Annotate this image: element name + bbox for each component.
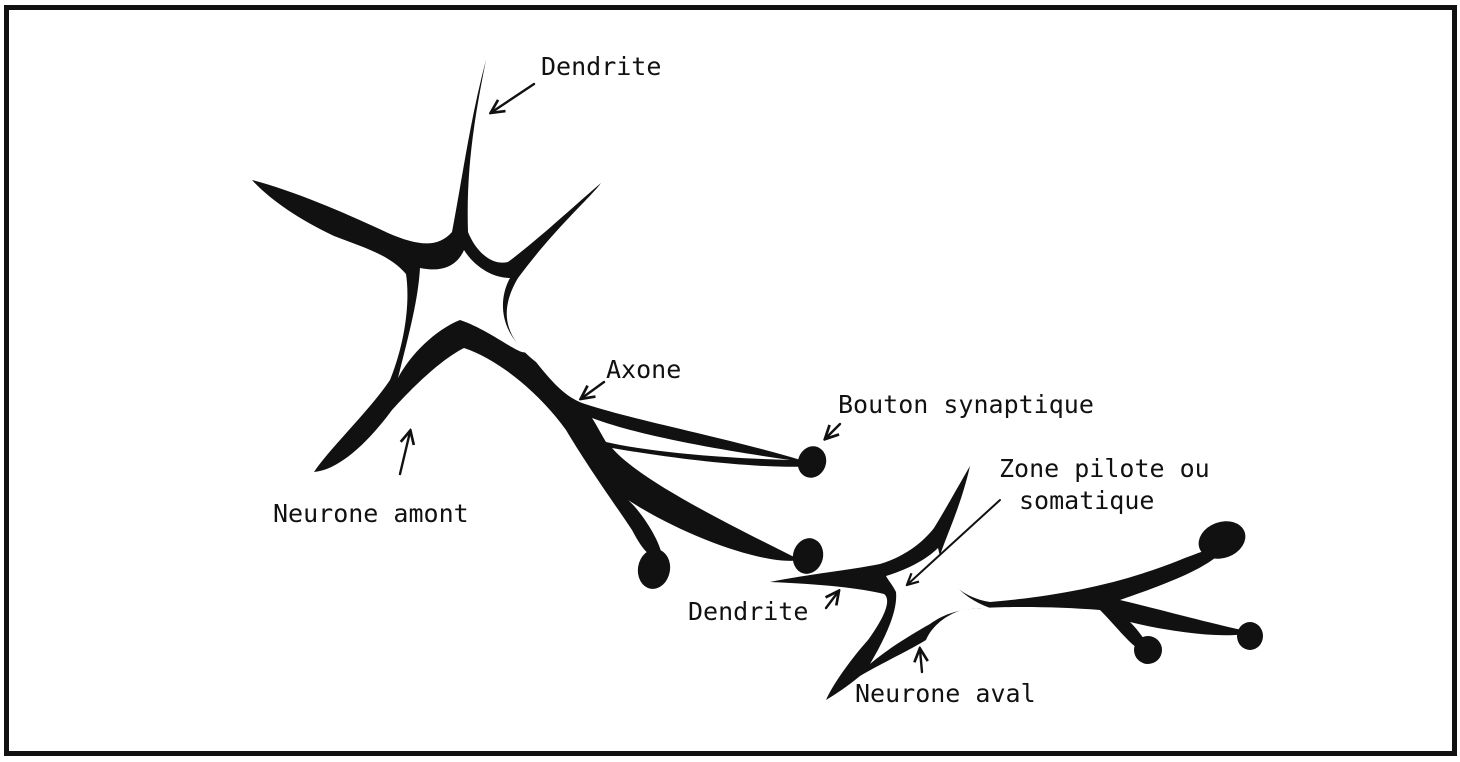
downstream-terminal-right-lower: [1237, 622, 1263, 650]
label-zone-pilote-line1: Zone pilote ou: [999, 454, 1210, 483]
label-dendrite-top: Dendrite: [541, 52, 661, 81]
label-zone-pilote-line2: somatique: [1019, 486, 1154, 515]
arrow-bouton: [826, 424, 840, 438]
label-neurone-aval: Neurone aval: [855, 679, 1036, 708]
label-bouton-synaptique: Bouton synaptique: [838, 390, 1094, 419]
label-neurone-amont: Neurone amont: [273, 499, 469, 528]
upstream-neuron: [252, 60, 820, 561]
upstream-neuron-body: [252, 60, 820, 561]
label-dendrite-bottom: Dendrite: [688, 597, 808, 626]
arrow-neurone-amont: [400, 432, 410, 474]
arrow-neurone-aval: [920, 650, 922, 672]
arrow-dendrite-bottom: [826, 592, 838, 608]
downstream-neuron-body: [770, 466, 1252, 700]
downstream-terminal-bottom: [1134, 636, 1162, 664]
arrow-dendrite-top: [492, 84, 534, 112]
arrow-axone: [582, 382, 604, 398]
label-axone: Axone: [606, 355, 681, 384]
synaptic-bouton-middle: [789, 535, 827, 578]
synaptic-bouton-upper: [793, 442, 830, 482]
downstream-neuron: [770, 466, 1252, 700]
synaptic-bouton-lower: [635, 547, 673, 592]
